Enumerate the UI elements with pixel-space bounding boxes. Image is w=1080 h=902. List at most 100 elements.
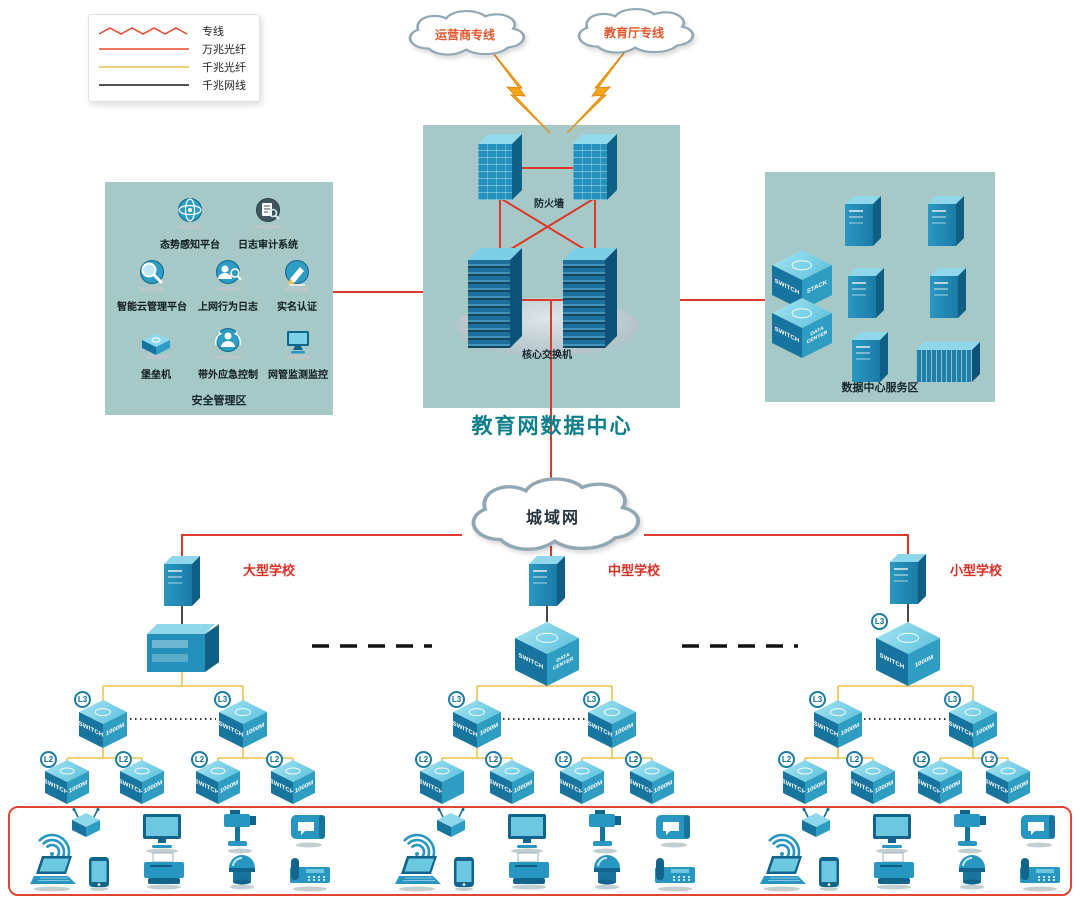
laptop-icon: [26, 854, 78, 892]
stack-ring-icon: [468, 708, 486, 716]
security-item: 日志审计系统: [229, 196, 307, 251]
printer-icon: [140, 852, 188, 890]
l3-badge: L3: [871, 613, 888, 630]
isp-cloud: 运营商专线: [398, 8, 532, 60]
stack-ring-icon: [829, 708, 847, 716]
security-zone: 安全管理区: [105, 182, 333, 415]
l2-badge: L2: [555, 751, 572, 768]
firewall-icon: [573, 134, 617, 200]
server-tower: [928, 196, 964, 246]
tower-side: [956, 196, 964, 246]
firewall-side: [512, 134, 522, 200]
stack-ring-icon: [797, 767, 813, 775]
red-10g-links: [181, 167, 909, 562]
legend-label: 千兆网线: [202, 80, 246, 92]
storage-array-icon: [916, 342, 980, 382]
l2-badge: L2: [415, 751, 432, 768]
stack-ring-icon: [897, 632, 919, 644]
ptz-camera-icon: [583, 808, 627, 854]
stack-ring-icon: [234, 708, 252, 716]
tower-side: [557, 556, 565, 606]
l3-badge: L3: [448, 691, 465, 708]
tower-side: [918, 554, 926, 604]
stack-ring-icon: [644, 767, 660, 775]
tower-front: [529, 564, 557, 606]
array-side: [972, 342, 980, 382]
smartphone-icon: [86, 856, 112, 892]
server-tower: [930, 268, 966, 318]
stack-ring-icon: [791, 308, 813, 318]
tower-front: [930, 276, 958, 318]
stack-switch: SWITCH STACK: [772, 250, 832, 310]
oob-emergency-control-icon: [208, 326, 248, 360]
legend-label: 千兆光纤: [202, 62, 246, 74]
security-item-label: 智能云管理平台: [117, 302, 187, 313]
rack-front: [563, 260, 605, 348]
rack-side: [510, 248, 522, 348]
datacenter-title: 教育网数据中心: [471, 415, 633, 438]
legend-item: 千兆光纤: [97, 59, 251, 75]
legend: 专线 万兆光纤 千兆光纤 千兆网线: [88, 14, 260, 102]
message-device-icon: [1018, 812, 1060, 848]
school-label-medium: 中型学校: [608, 563, 661, 578]
yellow-line-sample-icon: [99, 66, 189, 68]
l3-badge: L3: [809, 691, 826, 708]
tower-front: [164, 564, 192, 606]
security-item-label: 带外应急控制: [198, 370, 258, 381]
tower-side: [958, 268, 966, 318]
firewall-front: [573, 144, 607, 200]
rack-side: [605, 248, 617, 348]
tower-front: [928, 204, 956, 246]
l3-badge: L3: [214, 691, 231, 708]
l3-badge: L3: [74, 691, 91, 708]
security-item: 智能云管理平台: [113, 258, 191, 313]
tower-side: [192, 556, 200, 606]
legend-label: 专线: [202, 26, 224, 38]
situation-awareness-icon: [170, 196, 210, 230]
server-tower: [845, 196, 881, 246]
smartphone-icon: [451, 856, 477, 892]
security-item-label: 上网行为日志: [198, 302, 258, 313]
stack-ring-icon: [134, 767, 150, 775]
stack-ring-icon: [536, 632, 558, 644]
dome-camera-icon: [224, 850, 260, 890]
cloud-management-icon: [132, 258, 172, 292]
l2-badge: L2: [981, 751, 998, 768]
tower-side: [876, 268, 884, 318]
printer-icon: [505, 852, 553, 890]
tower-side: [880, 332, 888, 382]
black-line-sample-icon: [99, 84, 189, 86]
legend-item: 专线: [97, 23, 251, 39]
security-item-label: 态势感知平台: [160, 240, 220, 251]
log-audit-icon: [248, 196, 288, 230]
monitor-icon: [868, 812, 916, 854]
stack-ring-icon: [932, 767, 948, 775]
cloud-icon: [471, 477, 641, 551]
isp-cloud-label: 运营商专线: [434, 27, 495, 42]
legend-label: 万兆光纤: [202, 44, 246, 56]
security-item-label: 实名认证: [277, 302, 317, 313]
security-item: 带外应急控制: [189, 326, 267, 381]
firewall-side: [607, 134, 617, 200]
man-cloud: 城域网: [456, 474, 650, 558]
l2-badge: L2: [913, 751, 930, 768]
security-item: 态势感知平台: [151, 196, 229, 251]
red-line-sample-icon: [99, 48, 189, 50]
l2-badge: L2: [40, 751, 57, 768]
security-item-label: 网管监测监控: [268, 370, 328, 381]
l2-badge: L2: [485, 751, 502, 768]
fax-machine-icon: [286, 854, 334, 892]
stack-ring-icon: [964, 708, 982, 716]
lightning-bolts-icon: [485, 43, 632, 134]
stack-ring-icon: [210, 767, 226, 775]
